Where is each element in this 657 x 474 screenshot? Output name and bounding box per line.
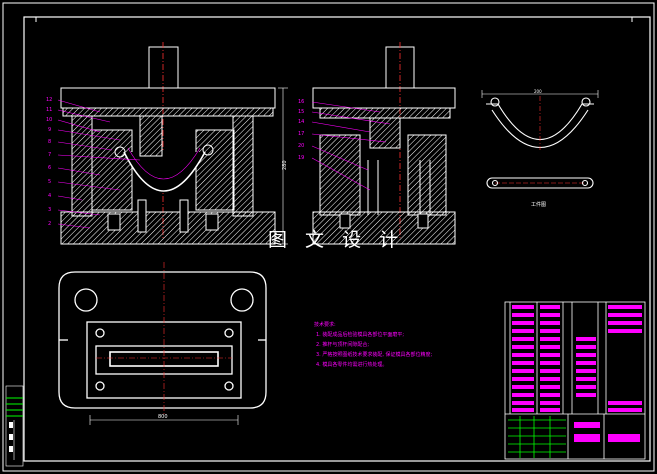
svg-text:3: 3 bbox=[48, 207, 51, 213]
front-height-dimension: 280 bbox=[282, 160, 288, 170]
watermark-text: 图 文 设 计 bbox=[268, 229, 404, 251]
svg-text:5: 5 bbox=[48, 179, 51, 185]
svg-text:16: 16 bbox=[298, 99, 304, 105]
part-caption: 工件图 bbox=[531, 201, 546, 208]
front-section-view bbox=[60, 42, 288, 245]
technical-notes: 技术要求: 1. 装配成品后检验模具各部位平面磨平; 2. 推杆与顶杆间隙配合;… bbox=[314, 321, 433, 368]
notes-line: 3. 严格按照图纸技术要求装配, 保证模具各部位精度; bbox=[316, 351, 433, 358]
front-view-balloon-numbers: 12 11 10 9 8 7 6 5 4 3 2 bbox=[46, 97, 52, 227]
plan-view bbox=[58, 271, 267, 425]
title-block-green-cells bbox=[508, 416, 566, 458]
svg-text:15: 15 bbox=[298, 109, 304, 115]
notes-heading: 技术要求: bbox=[314, 321, 336, 328]
front-view-balloons bbox=[57, 99, 141, 229]
left-margin-block bbox=[5, 385, 24, 467]
svg-text:2: 2 bbox=[48, 221, 51, 227]
title-block bbox=[504, 301, 646, 460]
svg-text:6: 6 bbox=[48, 165, 51, 171]
svg-text:9: 9 bbox=[48, 127, 51, 133]
part-width-dimension: 200 bbox=[534, 89, 542, 94]
svg-text:10: 10 bbox=[46, 117, 52, 123]
svg-text:12: 12 bbox=[46, 97, 52, 103]
svg-text:4: 4 bbox=[48, 193, 51, 199]
notes-line: 4. 模具各零件均需进行热处理。 bbox=[316, 361, 387, 368]
notes-line: 2. 推杆与顶杆间隙配合; bbox=[316, 341, 369, 348]
svg-text:20: 20 bbox=[298, 143, 304, 149]
parts-list-rows bbox=[512, 305, 642, 442]
svg-text:17: 17 bbox=[298, 131, 304, 137]
side-section-view bbox=[312, 42, 456, 245]
svg-text:14: 14 bbox=[298, 119, 304, 125]
svg-text:7: 7 bbox=[48, 152, 51, 158]
svg-text:19: 19 bbox=[298, 155, 304, 161]
svg-text:11: 11 bbox=[46, 107, 52, 113]
plan-width-dimension: 800 bbox=[158, 414, 168, 420]
svg-text:8: 8 bbox=[48, 139, 51, 145]
side-view-balloon-numbers: 16 15 14 17 20 19 bbox=[298, 99, 304, 161]
notes-line: 1. 装配成品后检验模具各部位平面磨平; bbox=[316, 331, 404, 338]
part-drawing bbox=[481, 90, 599, 189]
side-view-balloons bbox=[311, 101, 391, 191]
